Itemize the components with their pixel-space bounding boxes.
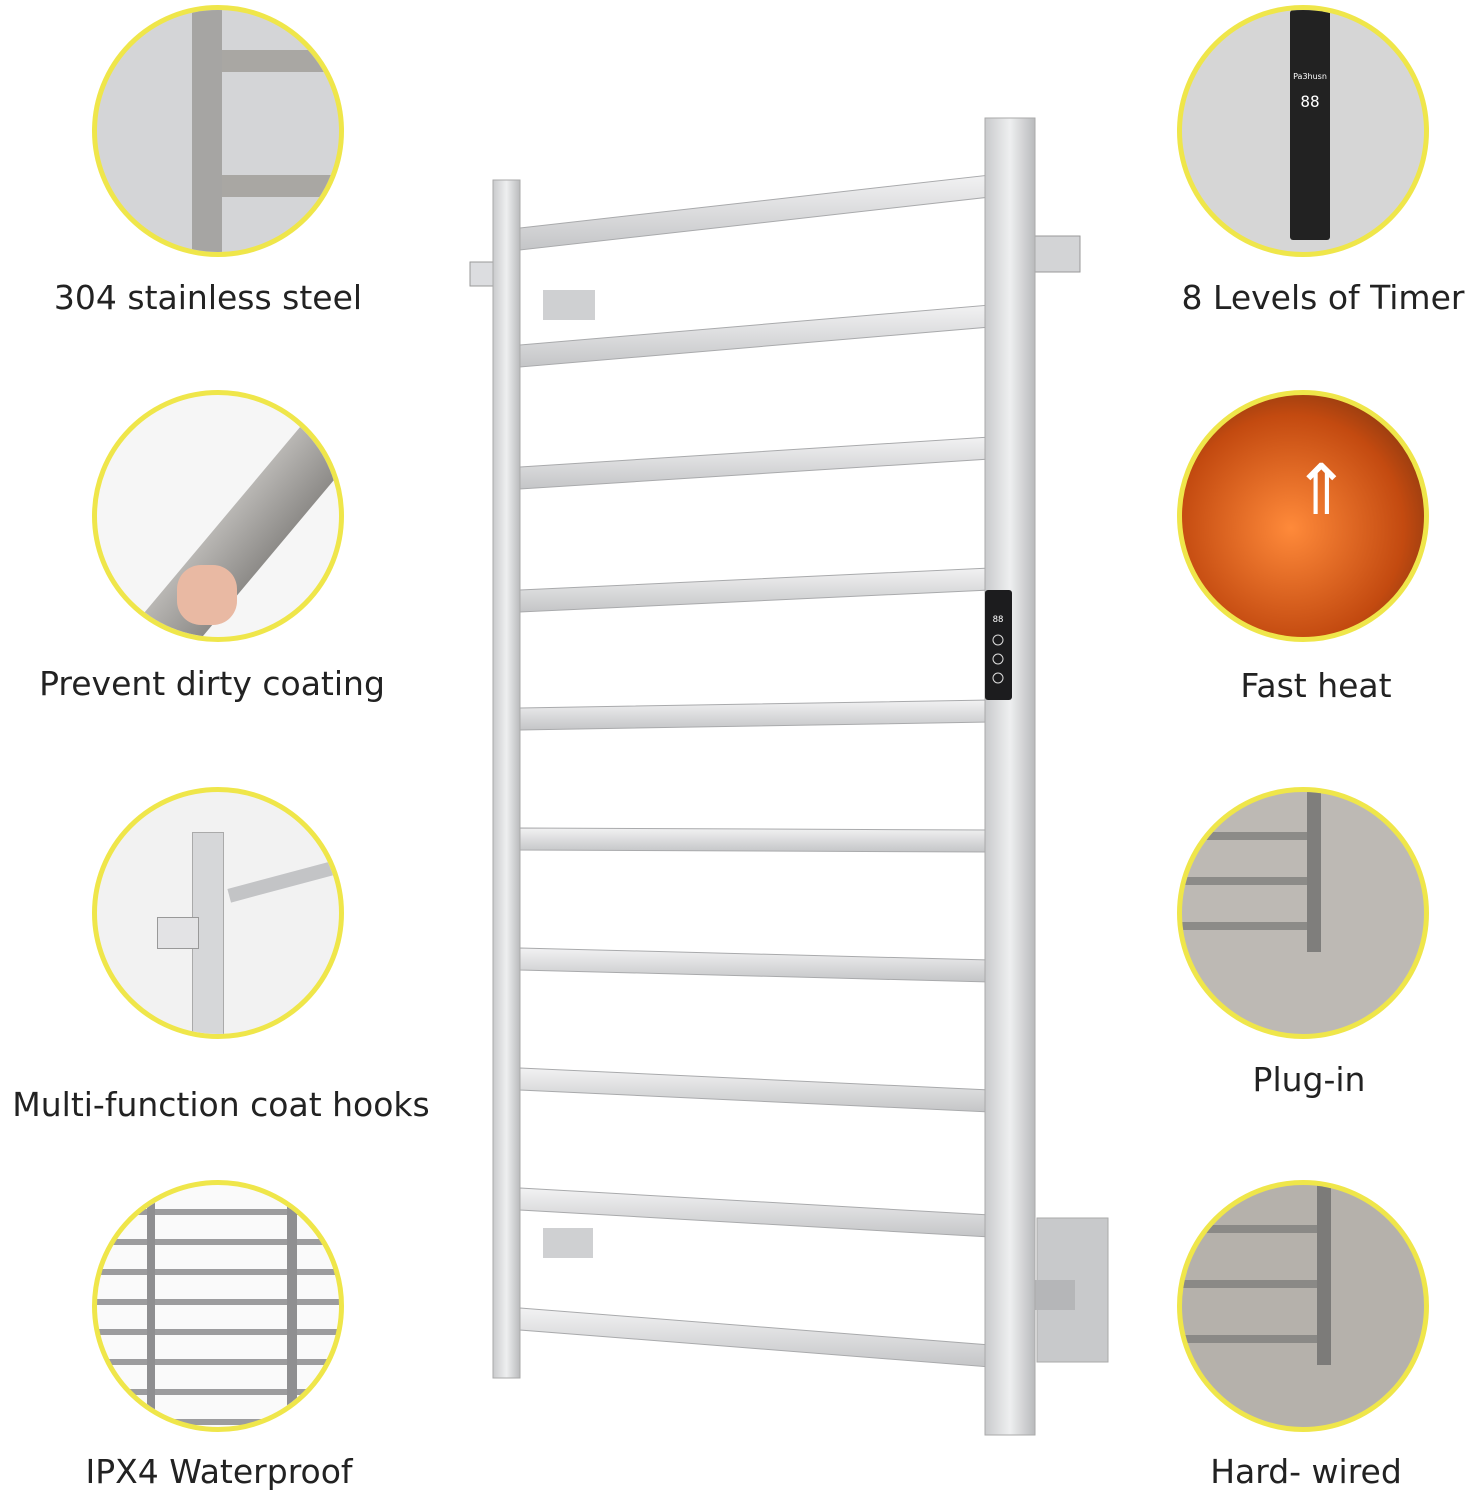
feature-label: 8 Levels of Timer <box>1181 278 1465 317</box>
right-post <box>984 117 1036 1436</box>
feature-image-steel <box>92 5 344 257</box>
temperature-icon <box>992 653 1004 665</box>
rack-rung <box>519 436 991 490</box>
feature-image-fast-heat: ⇑ <box>1177 390 1429 642</box>
panel-display: 88 <box>993 615 1004 625</box>
feature-image-timer: Pa3husn 88 <box>1177 5 1429 257</box>
rack-rung <box>519 699 991 731</box>
feature-image-hard-wired <box>1177 1180 1429 1432</box>
feature-label: 304 stainless steel <box>53 278 363 317</box>
rack-rung <box>519 1307 991 1368</box>
feature-image-plug-in <box>1177 787 1429 1039</box>
feature-image-hooks <box>92 787 344 1039</box>
rack-rung <box>519 827 991 853</box>
coat-hook <box>1034 235 1081 273</box>
power-icon <box>992 672 1004 684</box>
feature-label: IPX4 Waterproof <box>85 1452 353 1491</box>
feature-label: Fast heat <box>1240 666 1392 705</box>
left-post <box>492 179 521 1379</box>
wall-bracket <box>543 1228 593 1258</box>
rack-rung <box>519 567 991 613</box>
rack-rung <box>519 1067 991 1113</box>
rack-rung <box>519 174 991 251</box>
rack-rung <box>519 947 991 983</box>
feature-label: Hard- wired <box>1210 1452 1402 1491</box>
feature-image-coating <box>92 390 344 642</box>
panel-brand-logo: Pa3husn <box>1293 72 1327 81</box>
timer-display: 88 <box>1300 92 1320 111</box>
timer-icon <box>992 634 1004 646</box>
feature-label: Prevent dirty coating <box>39 664 385 703</box>
heat-arrows-icon: ⇑ <box>1292 449 1351 531</box>
feature-label: Plug-in <box>1252 1060 1366 1099</box>
feature-label: Multi-function coat hooks <box>12 1085 430 1124</box>
feature-image-waterproof <box>92 1180 344 1432</box>
wall-bracket <box>543 290 595 320</box>
